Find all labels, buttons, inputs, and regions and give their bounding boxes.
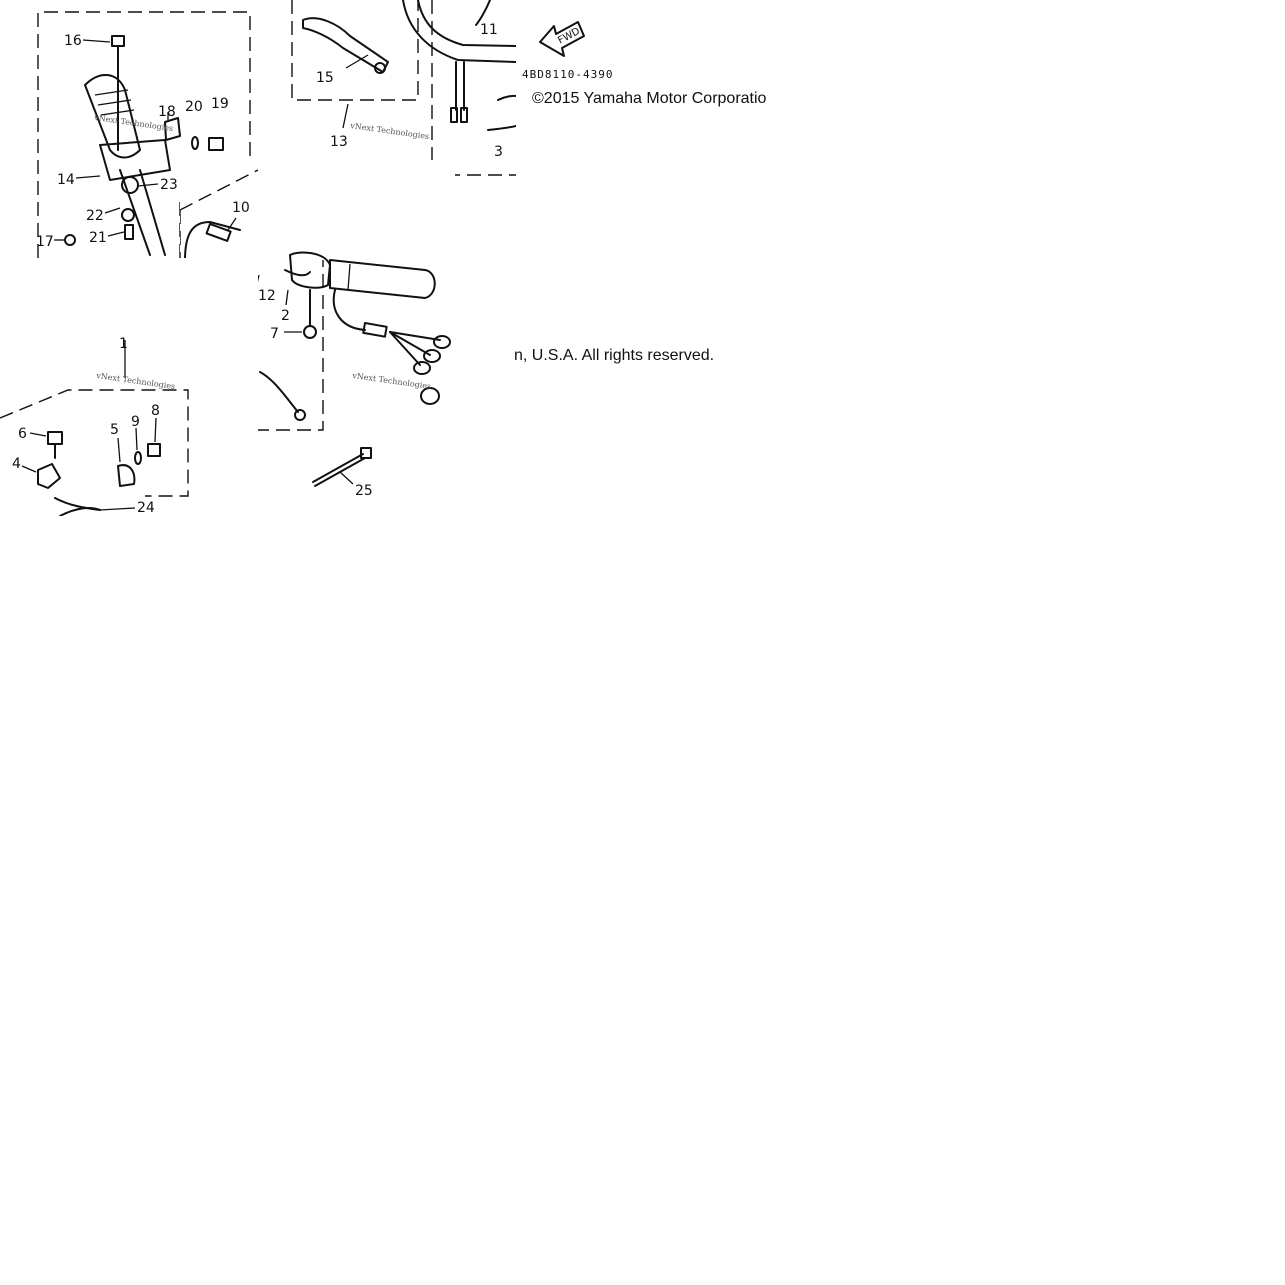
copyright-text-part1: ©2015 Yamaha Motor Corporatio: [532, 90, 767, 107]
part-code: 4BD8110-4390: [522, 68, 613, 81]
callout-8: 8: [151, 403, 160, 419]
callout-25: 25: [355, 483, 373, 499]
callout-19: 19: [211, 96, 229, 112]
callout-20: 20: [185, 99, 203, 115]
callout-7: 7: [270, 326, 279, 342]
callout-2: 2: [281, 308, 290, 324]
tile-cable-tie: 25: [305, 440, 395, 505]
callout-16: 16: [64, 33, 82, 49]
callout-5: 5: [110, 422, 119, 438]
callout-9: 9: [131, 414, 140, 430]
header-block: FWD 4BD8110-4390 ©2015 Yamaha Motor Corp…: [522, 21, 767, 107]
tile-copyright: n, U.S.A. All rights reserved.: [510, 340, 730, 368]
switch-assembly-drawing: 10 12 2 7 vNext Technologies: [180, 169, 451, 440]
throttle-assembly-drawing: 16 18 20 19 14 23 22 21 17 vNext Technol…: [36, 11, 258, 258]
copyright-block: n, U.S.A. All rights reserved.: [514, 347, 714, 364]
callout-22: 22: [86, 208, 104, 224]
callout-24: 24: [137, 500, 155, 516]
watermark-2: vNext Technologies: [349, 121, 430, 141]
callout-10: 10: [232, 200, 250, 216]
callout-14: 14: [57, 172, 75, 188]
callout-18: 18: [158, 104, 176, 120]
copyright-text-part2: n, U.S.A. All rights reserved.: [514, 347, 714, 364]
tile-top-left: 16 18 20 19 14 23 22 21 17 vNext Technol…: [0, 0, 258, 258]
tile-top-right: FWD 4BD8110-4390 ©2015 Yamaha Motor Corp…: [516, 0, 774, 120]
callout-4: 4: [12, 456, 21, 472]
watermark-4: vNext Technologies: [95, 371, 176, 391]
callout-13: 13: [330, 134, 348, 150]
callout-3: 3: [494, 144, 503, 160]
callout-21: 21: [89, 230, 107, 246]
fwd-arrow-icon: FWD: [539, 21, 585, 57]
callout-11: 11: [480, 22, 498, 38]
housing-parts-drawing: 1 6 4 5 9 8 24 vNext Technologies: [0, 336, 189, 516]
tile-bottom-left: 1 6 4 5 9 8 24 vNext Technologies: [0, 258, 258, 516]
callout-15: 15: [316, 70, 334, 86]
callout-12: 12: [258, 288, 276, 304]
callout-6: 6: [18, 426, 27, 442]
callout-1: 1: [119, 336, 128, 352]
callout-17: 17: [36, 234, 54, 250]
cable-tie-drawing: 25: [312, 447, 373, 499]
callout-23: 23: [160, 177, 178, 193]
